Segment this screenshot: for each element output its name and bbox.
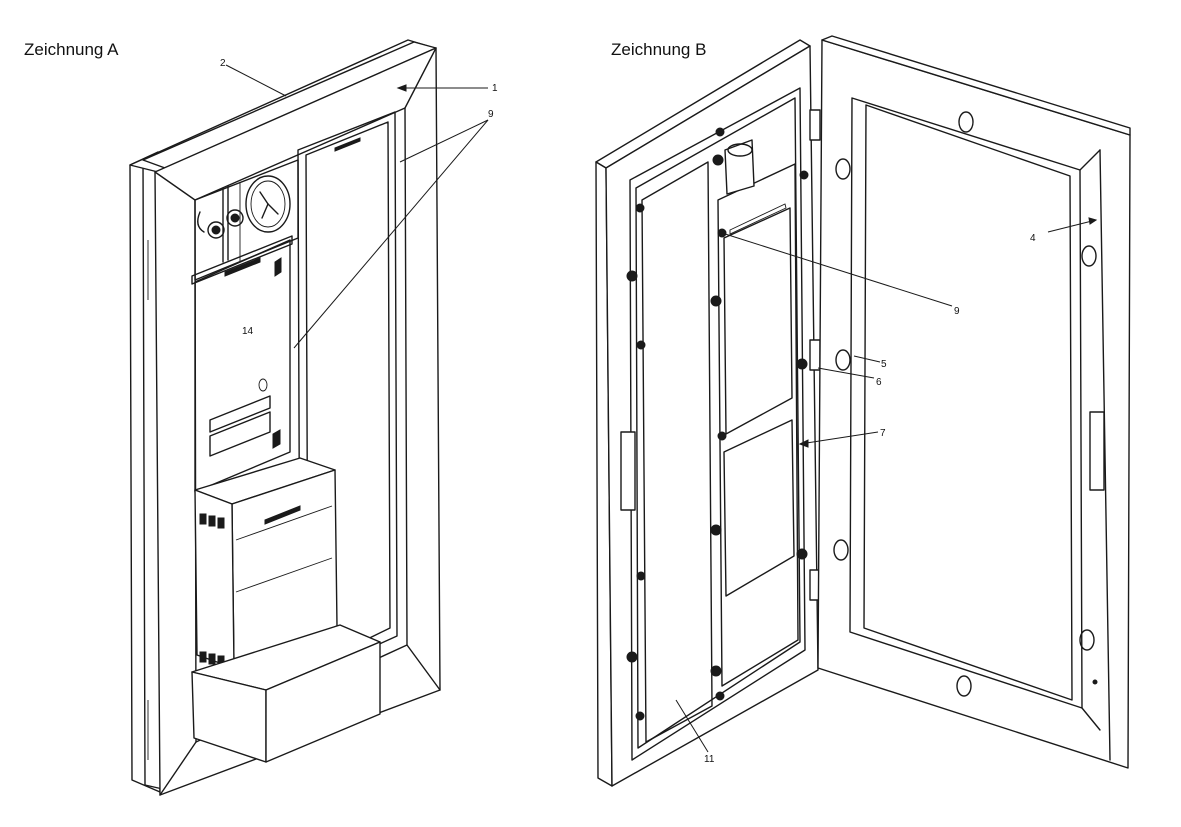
callout-6: 6 [876, 377, 882, 388]
callout-9: 9 [488, 109, 494, 120]
callout-1: 1 [492, 83, 498, 94]
callout-2: 2 [220, 58, 226, 69]
drawing-a-cabinet [129, 39, 489, 796]
callout-5: 5 [881, 359, 887, 370]
callout-9: 9 [954, 306, 960, 317]
drawing-b-title: Zeichnung B [611, 40, 707, 59]
callout-11: 11 [704, 754, 715, 765]
drawing-b-fasteners [626, 127, 809, 721]
callout-7: 7 [880, 428, 886, 439]
drawing-b-callouts: 4 9 5 6 7 11 [704, 233, 1036, 765]
callout-4: 4 [1030, 233, 1036, 244]
callout-14: 14 [242, 326, 254, 337]
drawing-a-title: Zeichnung A [24, 40, 119, 59]
drawing-b-cabinet [595, 35, 1131, 787]
drawing-a-callouts: 2 1 9 14 [220, 58, 498, 337]
